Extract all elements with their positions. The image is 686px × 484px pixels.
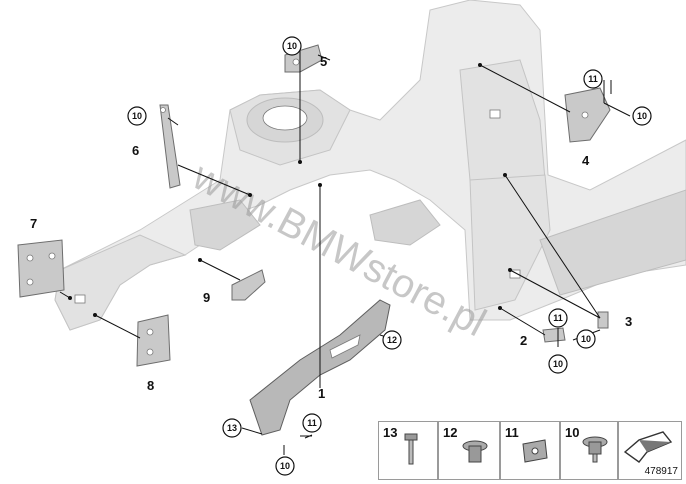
- callout-3: 3: [625, 314, 632, 329]
- part-9-bracket: [231, 269, 266, 301]
- part-2-bracket: [542, 327, 566, 343]
- fastener-legend: 13 12 11 10 478917: [378, 421, 682, 480]
- legend-cell-12: 12: [438, 421, 500, 480]
- clip-nut-icon: [522, 439, 548, 463]
- callout-8: 8: [147, 378, 154, 393]
- part-5-bracket: [284, 44, 323, 73]
- legend-label-10: 10: [565, 425, 580, 440]
- callout-10-f: 10: [280, 461, 290, 471]
- body-structure: [54, 0, 686, 331]
- callout-2: 2: [520, 333, 527, 348]
- callout-13: 13: [227, 423, 237, 433]
- callout-12: 12: [387, 335, 397, 345]
- arrow-icon: [623, 431, 673, 463]
- part-6-bracket: [159, 104, 181, 189]
- flange-nut-icon: [462, 440, 488, 463]
- part-4-bracket: [564, 87, 611, 143]
- legend-cell-11: 11: [500, 421, 560, 480]
- bolt-icon: [404, 433, 418, 465]
- callout-9: 9: [203, 290, 210, 305]
- legend-cell-10: 10: [560, 421, 618, 480]
- part-7-plate: [17, 239, 65, 298]
- callout-1: 1: [318, 386, 325, 401]
- legend-cell-arrow: 478917: [618, 421, 682, 480]
- callout-11-a: 11: [588, 74, 598, 84]
- callouts: 5 6 4 7 8 9 1 2 3 10 10 10 10 10 10 11 1…: [30, 36, 652, 476]
- callout-5: 5: [320, 54, 327, 69]
- part-8-plate: [136, 314, 171, 367]
- legend-cell-13: 13: [378, 421, 438, 480]
- part-3-bracket: [597, 311, 609, 329]
- legend-label-11: 11: [505, 425, 519, 440]
- callout-11-c: 11: [307, 418, 317, 428]
- callout-10-d: 10: [553, 359, 563, 369]
- legend-label-12: 12: [443, 425, 458, 440]
- callout-6: 6: [132, 143, 139, 158]
- leader-lines: [59, 50, 631, 455]
- callout-11-b: 11: [553, 313, 563, 323]
- callout-7: 7: [30, 216, 37, 231]
- legend-label-13: 13: [383, 425, 398, 440]
- flange-bolt-icon: [582, 436, 608, 463]
- callout-4: 4: [582, 153, 590, 168]
- callout-10-b: 10: [132, 111, 142, 121]
- callout-10-c: 10: [637, 111, 647, 121]
- diagram-id: 478917: [644, 466, 678, 477]
- callout-10-a: 10: [287, 41, 297, 51]
- callout-10-e: 10: [581, 334, 591, 344]
